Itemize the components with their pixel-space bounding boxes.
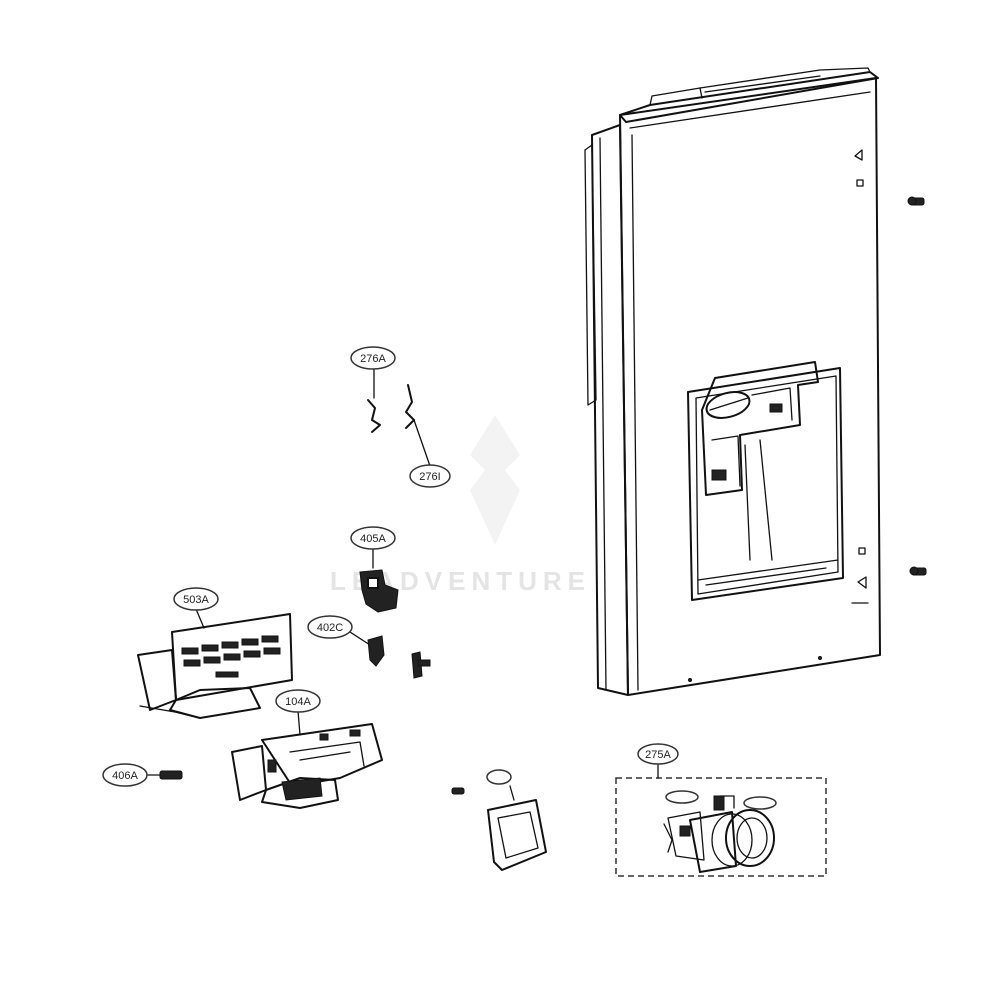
callout-405A: 405A: [350, 526, 396, 550]
unreadable-callout-right: [743, 796, 777, 810]
cover-part: [486, 769, 547, 871]
callout-276I: 276I: [409, 464, 451, 488]
part-405A: [359, 547, 399, 613]
part-402C: [349, 631, 431, 679]
screw-upper: [907, 196, 925, 206]
svg-text:276A: 276A: [360, 353, 386, 365]
callout-406A: 406A: [102, 763, 148, 787]
svg-text:104A: 104A: [285, 696, 311, 708]
screw-lower: [909, 566, 927, 576]
part-503A: [137, 608, 293, 719]
svg-text:503A: 503A: [183, 594, 209, 606]
part-406A: [145, 770, 183, 780]
watermark: LEADVENTURE: [330, 415, 585, 596]
callout-503A: 503A: [173, 587, 219, 611]
spring-parts: [367, 367, 431, 467]
svg-text:406A: 406A: [112, 770, 138, 782]
callout-276A: 276A: [350, 346, 396, 370]
svg-text:402C: 402C: [317, 622, 343, 634]
control-buttons: [181, 635, 281, 678]
callout-275A: 275A: [637, 743, 679, 765]
part-275A-assembly: [615, 764, 827, 877]
callout-104A: 104A: [275, 689, 321, 713]
unreadable-callout-left: [665, 790, 699, 804]
door-panel: [584, 67, 881, 696]
unreadable-callout: [486, 769, 512, 785]
svg-text:405A: 405A: [360, 533, 386, 545]
callout-402C: 402C: [307, 615, 353, 639]
svg-text:276I: 276I: [419, 471, 440, 483]
small-screw: [451, 787, 465, 795]
svg-text:275A: 275A: [645, 749, 671, 761]
part-104A: [231, 710, 383, 809]
